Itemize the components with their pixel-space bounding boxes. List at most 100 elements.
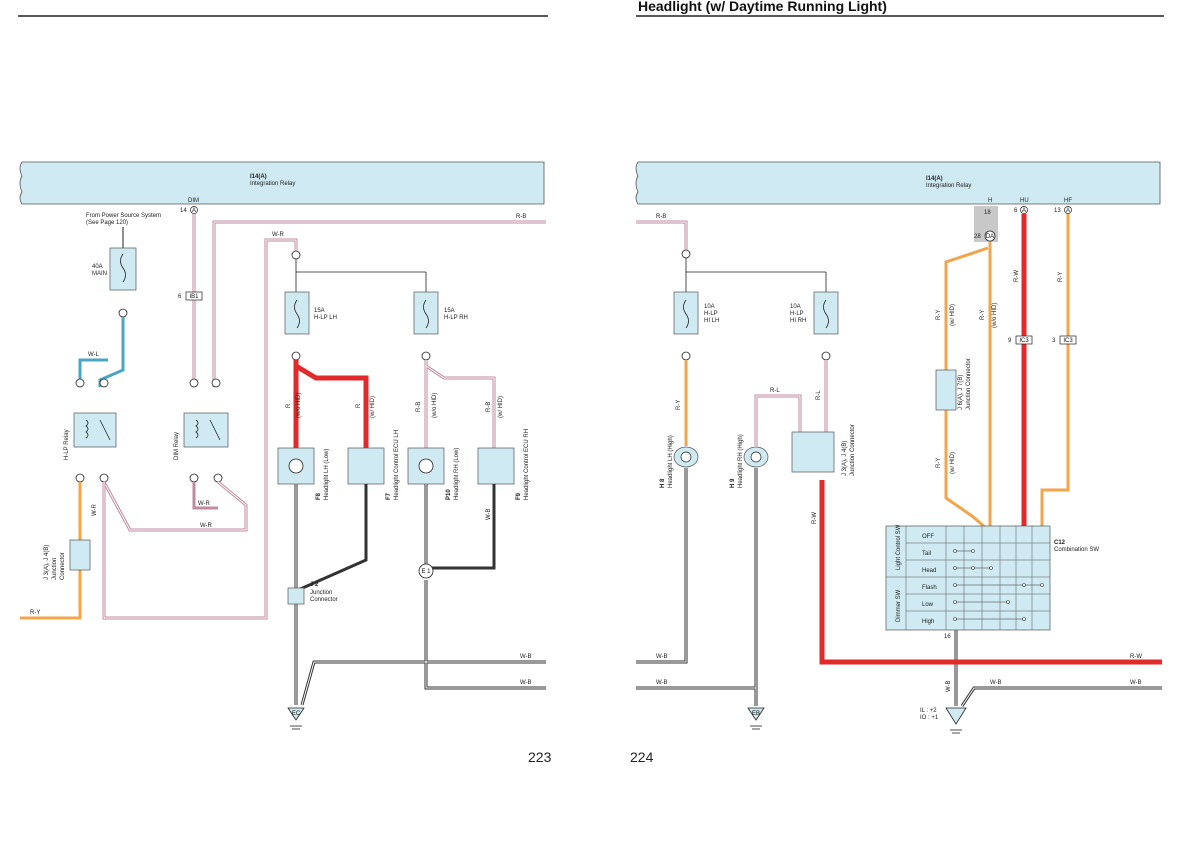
hlp-relay-label: H-LP Relay xyxy=(64,429,70,460)
j2-name: Junction xyxy=(310,590,332,596)
row-flash: Flash xyxy=(922,585,937,591)
il-label: IL : +2 xyxy=(920,708,937,714)
j3r-sub: Junction Connector xyxy=(850,424,856,476)
f7-ecu-lh xyxy=(347,447,385,485)
whid-label-1: (w/ HID) xyxy=(370,396,376,418)
wire-wl xyxy=(98,317,125,387)
row-tail: Tail xyxy=(922,551,931,557)
dim-terminal-label: DIM xyxy=(188,198,199,204)
fuse-rh-name: H-LP RH xyxy=(444,315,468,321)
ib1-connector xyxy=(185,291,203,301)
wire-wr-label-1: W-R xyxy=(200,523,213,529)
pin28-label: 28 xyxy=(974,234,981,240)
wire-r-label-2: R xyxy=(356,403,362,408)
wire-ry-label-hf: R-Y xyxy=(1058,272,1064,282)
f9-id: F9 xyxy=(516,492,522,500)
wire-ry-label-r1: R-Y xyxy=(676,400,682,410)
wire-wr-label-4: W-R xyxy=(92,503,98,516)
wire-wb-label-2: W-B xyxy=(520,654,532,660)
main-fuse-box xyxy=(109,247,137,291)
wire-rw-bottom xyxy=(819,480,1162,665)
pin9-label: 9 xyxy=(1008,338,1012,344)
col-hu: HU xyxy=(1020,198,1029,204)
j7-name: J 6(A), J 7(B) xyxy=(958,375,964,410)
wire-rb-label: R-B xyxy=(516,214,526,220)
dim-relay-box xyxy=(183,412,229,448)
row-low: Low xyxy=(922,602,934,608)
right-relay-name: Integration Relay xyxy=(926,183,971,189)
wire-rb-top xyxy=(212,220,546,387)
hu-pin-a: A xyxy=(1022,208,1026,214)
fuse-hi-lh-name2: HI LH xyxy=(704,318,719,324)
wire-wr-loop xyxy=(102,480,248,532)
left-relay-name: Integration Relay xyxy=(250,181,295,187)
fuse-icon xyxy=(120,253,126,283)
j7-junction-box xyxy=(935,369,957,411)
wire-ry-label: R-Y xyxy=(30,610,40,616)
f9-ecu-rh xyxy=(477,447,515,485)
switch-grid xyxy=(886,526,1050,630)
j3-label: J 3(A), J 4(B) xyxy=(44,545,50,580)
whid-r1: (w/ HID) xyxy=(950,304,956,326)
wire-wb-label-r5: W-B xyxy=(946,680,952,692)
j7-sub: Junction Connector xyxy=(966,358,972,410)
wire-wb-label-3: W-B xyxy=(520,680,532,686)
left-integration-relay-box xyxy=(19,161,545,205)
wire-ry-da xyxy=(944,242,992,530)
wire-rl-label-r1: R-L xyxy=(770,388,780,394)
left-page-number: 223 xyxy=(528,749,552,765)
pin-a-circle xyxy=(190,206,198,214)
j2-id: J 2 xyxy=(310,582,319,588)
ec-label: EC xyxy=(292,711,301,717)
fuse-icon xyxy=(423,299,429,329)
fuse-lh-amp: 15A xyxy=(314,308,325,314)
right-integration-relay-box xyxy=(635,161,1161,205)
wire-wl-label: W-L xyxy=(88,352,100,358)
pin6-label: 6 xyxy=(178,294,182,300)
fuse-hi-rh-amp: 10A xyxy=(790,304,801,310)
pin18-label: 18 xyxy=(984,210,991,216)
p10-name: Headlight RH (Low) xyxy=(454,448,460,500)
bulb-icon xyxy=(680,451,692,463)
relay-coil-icon xyxy=(85,419,89,439)
dimmer-sw-label: Dimmer SW xyxy=(896,589,902,622)
j3-sub: Junction xyxy=(52,558,58,580)
left-page: I14(A) Integration Relay DIM 14 A R-B IB… xyxy=(19,161,552,765)
f7-name: Headlight Control ECU LH xyxy=(394,430,400,500)
right-relay-id: I14(A) xyxy=(926,176,943,182)
switch-contacts xyxy=(953,549,1044,621)
bulb-icon xyxy=(288,458,304,474)
wire-wb-label-r3: W-B xyxy=(990,680,1002,686)
fuse-hlp-lh-box xyxy=(284,291,310,335)
ic3-connector-hf xyxy=(1059,335,1077,345)
j3-junction-box xyxy=(69,539,91,571)
wire-wb-group xyxy=(294,484,546,706)
pin16-label: 16 xyxy=(944,634,951,640)
wire-ry-hf xyxy=(1040,214,1070,528)
wire-rb-label-3: R-B xyxy=(486,402,492,412)
wire-rb-label-r: R-B xyxy=(656,214,666,220)
j2-sub: Connector xyxy=(310,597,338,603)
bulb-icon xyxy=(418,458,434,474)
fuse-hi-rh-name2: HI RH xyxy=(790,318,806,324)
relay-switch-icon xyxy=(99,419,111,441)
h9-id: H 9 xyxy=(730,478,736,488)
wire-rb-right xyxy=(636,220,688,252)
fuse-icon xyxy=(294,299,300,329)
fuse-hi-lh-box xyxy=(673,291,699,335)
wire-r-label-1: R xyxy=(286,403,292,408)
j3-junction-right xyxy=(791,431,835,473)
wire-wb-label-1: W-B xyxy=(486,508,492,520)
fuse-icon xyxy=(683,299,689,329)
wire-wr-label-2: W-R xyxy=(198,501,211,507)
ic3-connector-hu xyxy=(1015,335,1033,345)
hlp-relay-box xyxy=(73,412,117,448)
ic3-label-2: IC3 xyxy=(1063,338,1073,344)
j2-junction-box xyxy=(287,587,305,605)
wire-wr-label-3: W-R xyxy=(272,232,285,238)
fuse-hlp-rh-box xyxy=(413,291,439,335)
io-label: IO : +1 xyxy=(920,715,939,721)
c12-combination-sw xyxy=(885,525,1051,631)
pin14-label: 14 xyxy=(180,208,187,214)
